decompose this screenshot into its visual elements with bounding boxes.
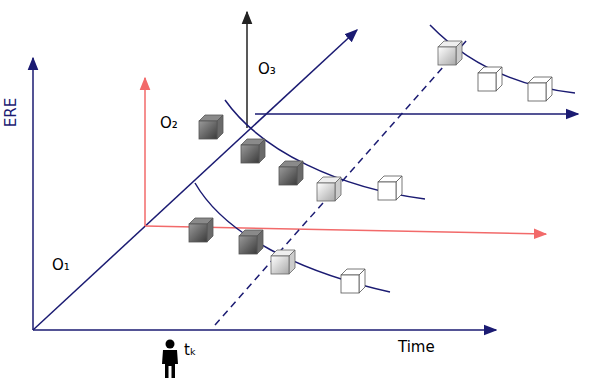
cube [241,139,265,163]
cube [438,41,462,65]
cube [279,161,303,185]
cube [528,77,552,101]
o3-ere-axis [246,12,248,128]
decay-curve [195,183,390,292]
cube [478,67,502,91]
object-label: O₁ [52,258,70,273]
axis-label: ERE [4,97,19,126]
cube [271,250,295,274]
o3-time-axis [255,113,578,115]
object-axis [33,30,357,330]
person-icon [162,340,178,379]
o2-ere-axis [144,78,146,226]
cube [378,176,402,200]
cube [317,177,341,201]
cube [199,115,223,139]
object-label: O₂ [160,116,178,131]
time-point-label: tₖ [184,343,196,358]
cube [189,218,213,242]
cube [239,230,263,254]
decay-curve [430,25,575,93]
ere-axis [32,58,34,330]
object-label: O₃ [258,62,276,77]
cube [341,269,365,293]
time-axis [33,329,496,331]
time-marker-line [215,40,467,325]
axis-label: Time [398,340,435,355]
